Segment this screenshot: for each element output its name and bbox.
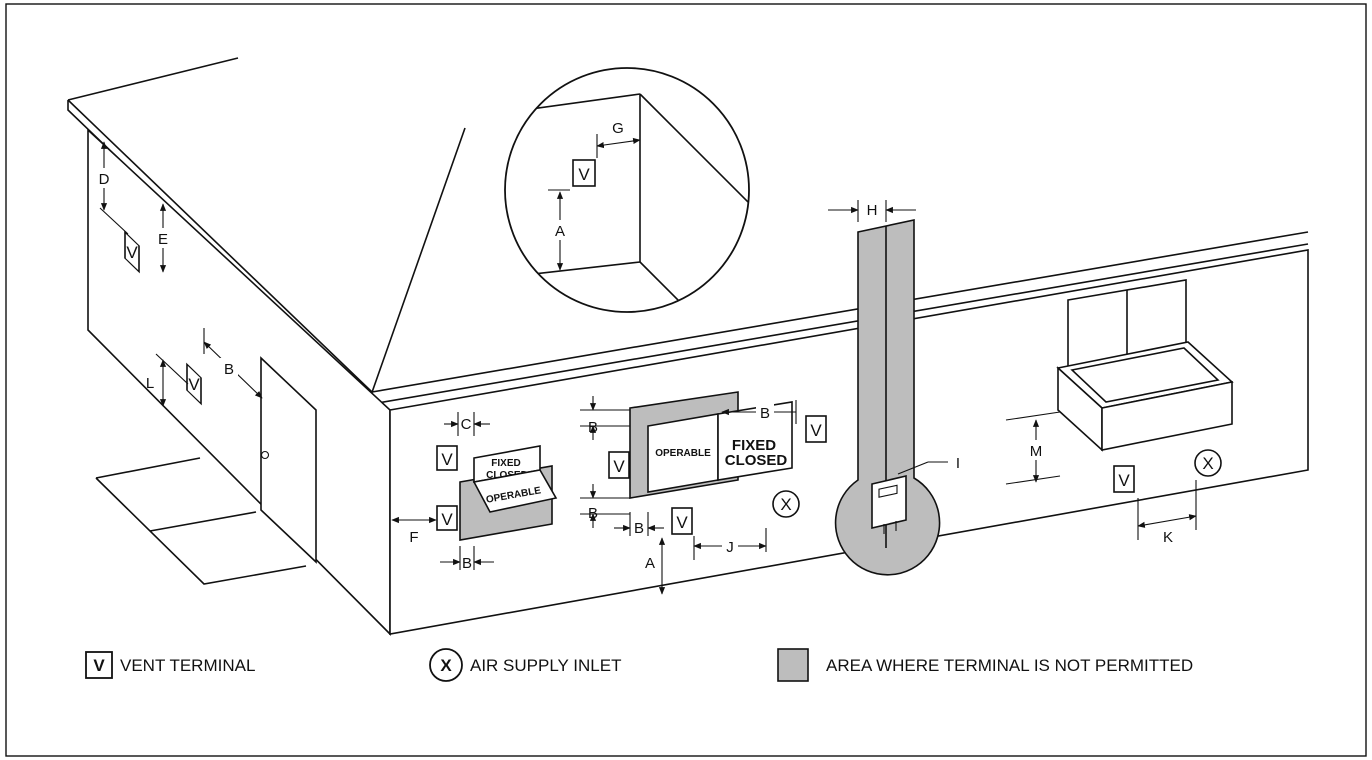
legend-air-icon	[429, 648, 463, 682]
vent-symbol: V	[613, 457, 625, 476]
sliding-window: OPERABLE FIXED CLOSED V V V B B B B	[580, 391, 827, 595]
label-m: M	[1030, 443, 1043, 460]
vent-terminal	[436, 445, 458, 471]
legend-air-symbol: X	[440, 656, 452, 675]
label-d: D	[99, 171, 110, 188]
vent-symbol: V	[578, 165, 590, 184]
label-b: B	[588, 505, 598, 522]
vent-terminal	[671, 507, 693, 535]
label-b: B	[588, 419, 598, 436]
vent-terminal	[1113, 465, 1135, 493]
label-b: B	[760, 405, 770, 422]
vent-terminal	[436, 505, 458, 531]
label-a: A	[555, 223, 565, 240]
left-wall	[87, 128, 391, 636]
label-b: B	[634, 520, 644, 537]
air-supply-inlet	[1194, 449, 1222, 477]
legend-restricted-area: AREA WHERE TERMINAL IS NOT PERMITTED	[777, 648, 1193, 682]
dim-k	[1137, 514, 1197, 528]
vent-symbol: V	[188, 375, 200, 394]
door	[260, 356, 317, 564]
legend-area-icon	[777, 648, 809, 682]
legend-air-label: AIR SUPPLY INLET	[470, 656, 621, 675]
left-wall-vents: V V D E L B	[96, 141, 263, 407]
door-knob	[260, 450, 270, 460]
air-supply-inlet	[772, 490, 800, 518]
label-k: K	[1163, 529, 1173, 546]
air-symbol: X	[780, 495, 791, 514]
label-b: B	[224, 361, 234, 378]
label-f: F	[409, 529, 418, 546]
label-g: G	[612, 120, 624, 137]
vent-terminal	[186, 362, 202, 406]
legend-vent-terminal: V VENT TERMINAL	[85, 651, 255, 679]
diagram-border	[5, 3, 1367, 757]
label-e: E	[158, 231, 168, 248]
vent-symbol: V	[441, 510, 453, 529]
legend: V VENT TERMINAL X AIR SUPPLY INLET AREA …	[85, 648, 1193, 682]
label-h: H	[867, 202, 878, 219]
label-i: I	[956, 455, 960, 472]
fixed-label: FIXED	[491, 458, 520, 469]
vent-terminal	[572, 159, 596, 187]
awning-window: FIXED CLOSED OPERABLE V V C F B	[391, 412, 558, 572]
vent-symbol: V	[810, 421, 822, 440]
legend-air-supply-inlet: X AIR SUPPLY INLET	[429, 648, 621, 682]
fixed-label: FIXED	[732, 437, 776, 454]
deck: M V X K	[1005, 279, 1234, 546]
gas-meter-icon	[871, 474, 907, 534]
restricted-area	[834, 219, 941, 576]
vent-symbol: V	[126, 243, 138, 262]
operable-label: OPERABLE	[655, 448, 711, 459]
label-j: J	[726, 539, 734, 556]
label-b: B	[462, 555, 472, 572]
label-c: C	[461, 416, 472, 433]
vent-symbol: V	[1118, 471, 1130, 490]
dim-g	[596, 137, 641, 149]
vent-symbol: V	[441, 450, 453, 469]
legend-vent-label: VENT TERMINAL	[120, 656, 255, 675]
vent-terminal	[608, 451, 630, 479]
label-l: L	[146, 375, 154, 392]
closed-label: CLOSED	[725, 452, 788, 469]
detail-inset: V A G	[504, 67, 750, 313]
vent-symbol: V	[676, 513, 688, 532]
label-a: A	[645, 555, 655, 572]
legend-area-label: AREA WHERE TERMINAL IS NOT PERMITTED	[826, 656, 1193, 675]
legend-vent-icon	[85, 651, 113, 679]
utility-strip: H I	[828, 200, 960, 576]
legend-vent-symbol: V	[93, 656, 105, 675]
air-symbol: X	[1202, 454, 1213, 473]
vent-terminal	[805, 415, 827, 443]
vent-terminal	[124, 230, 140, 274]
